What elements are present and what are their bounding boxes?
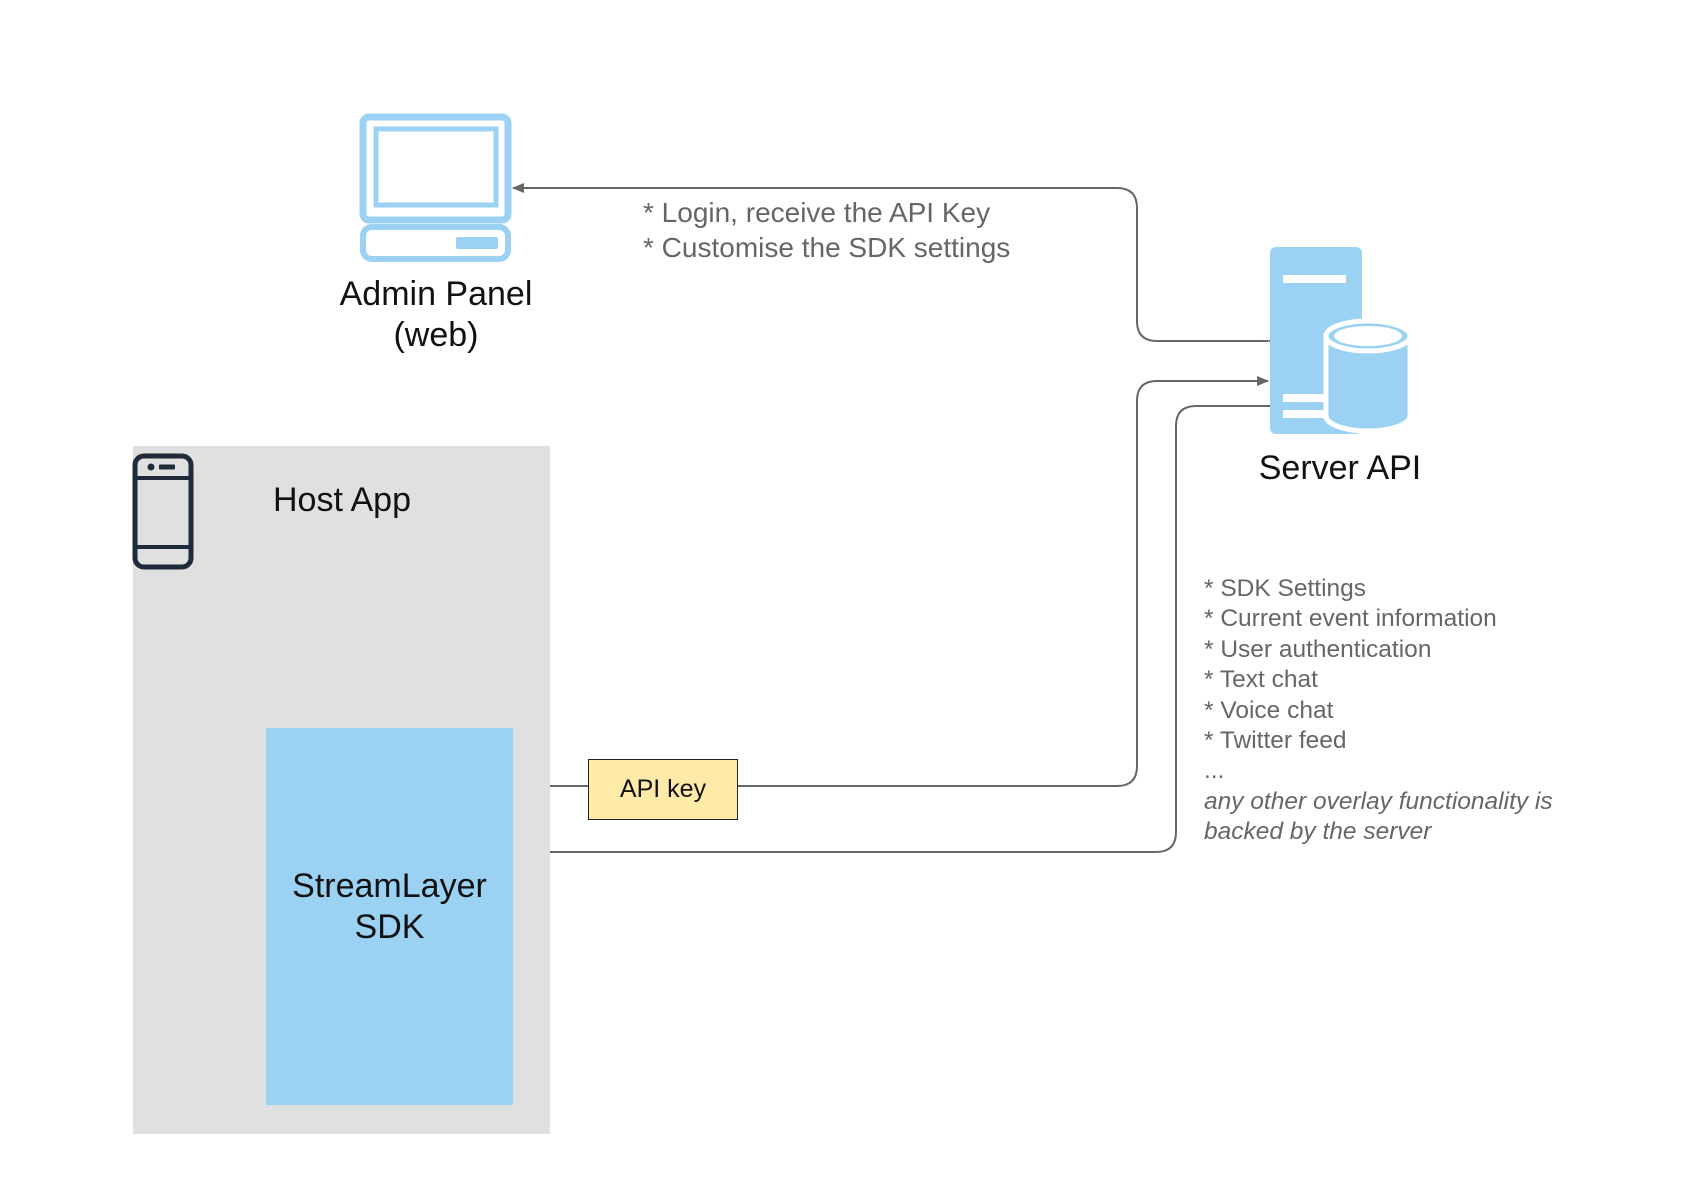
connector-admin-server [512,183,1279,346]
feature-line: * SDK Settings [1204,575,1367,602]
feature-line: ... [1204,757,1225,785]
server-features-annotation: * SDK Settings * Current event informati… [1204,574,1553,848]
admin-panel-label: Admin Panel (web) [339,275,533,354]
mobile-phone-icon [132,453,194,570]
desktop-computer-icon [359,113,512,262]
host-app-label: Host App [273,481,411,519]
feature-line: * Current event information [1204,605,1497,633]
admin-server-annotation: * Login, receive the API Key * Customise… [643,195,1010,265]
feature-note-line: any other overlay functionality is [1204,787,1553,815]
server-database-icon [1270,247,1413,434]
feature-note-line: backed by the server [1204,818,1432,846]
api-key-box: API key [588,759,738,820]
feature-line: * User authentication [1204,635,1432,663]
feature-line: * Text chat [1204,666,1318,694]
connector-sdk-server [513,376,1269,787]
connector-server-sdk [512,405,1270,857]
server-api-label: Server API [1258,449,1422,487]
api-key-label: API key [619,775,707,803]
sdk-box [266,728,513,1105]
annotation-line: * Customise the SDK settings [643,232,1011,263]
sdk-label: StreamLayer SDK [292,867,487,946]
feature-line: * Twitter feed [1204,727,1347,755]
feature-line: * Voice chat [1204,696,1334,724]
annotation-line: * Login, receive the API Key [643,197,991,228]
